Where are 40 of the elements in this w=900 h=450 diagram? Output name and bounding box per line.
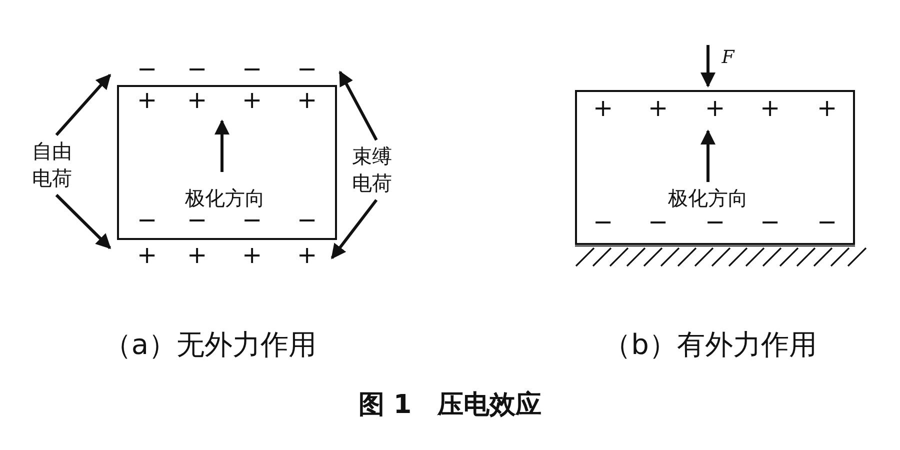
charge-sign: + [186,243,208,267]
charge-sign: − [648,210,668,234]
polarization-label: 极化方向 [185,188,265,208]
leader-arrow [330,199,378,260]
force-label: F [722,49,734,67]
charge-sign: − [186,208,208,232]
subfigure-caption: （b）有外力作用 [603,331,817,359]
figure-caption: 图 1 压电效应 [358,392,542,418]
charge-sign: − [296,208,318,232]
charge-sign: − [296,57,318,81]
charge-type-label: 束缚电荷 [350,143,394,197]
charge-sign: − [186,57,208,81]
charge-sign: − [760,210,780,234]
charge-sign: + [136,88,158,112]
charge-sign: + [136,243,158,267]
charge-sign: + [704,96,726,120]
charge-sign: − [704,210,726,234]
charge-sign: − [592,210,614,234]
charge-sign: + [648,96,668,120]
charge-sign: + [816,96,838,120]
charge-sign: + [760,96,780,120]
polarization-label: 极化方向 [668,188,748,208]
charge-sign: + [296,88,318,112]
charge-sign: + [592,96,614,120]
leader-arrow [55,194,112,250]
charge-sign: + [242,88,262,112]
charge-type-label: 自由电荷 [30,138,74,192]
charge-sign: + [242,243,262,267]
charge-sign: + [296,243,318,267]
charge-sign: − [136,57,158,81]
charge-sign: + [186,88,208,112]
charge-sign: − [136,208,158,232]
leader-arrow [55,74,112,136]
charge-sign: − [242,57,262,81]
leader-arrow [338,70,378,141]
subfigure-caption: （a）无外力作用 [103,331,317,359]
crystal-block [117,85,337,240]
charge-sign: − [816,210,838,234]
crystal-block [575,90,855,245]
charge-sign: − [242,208,262,232]
